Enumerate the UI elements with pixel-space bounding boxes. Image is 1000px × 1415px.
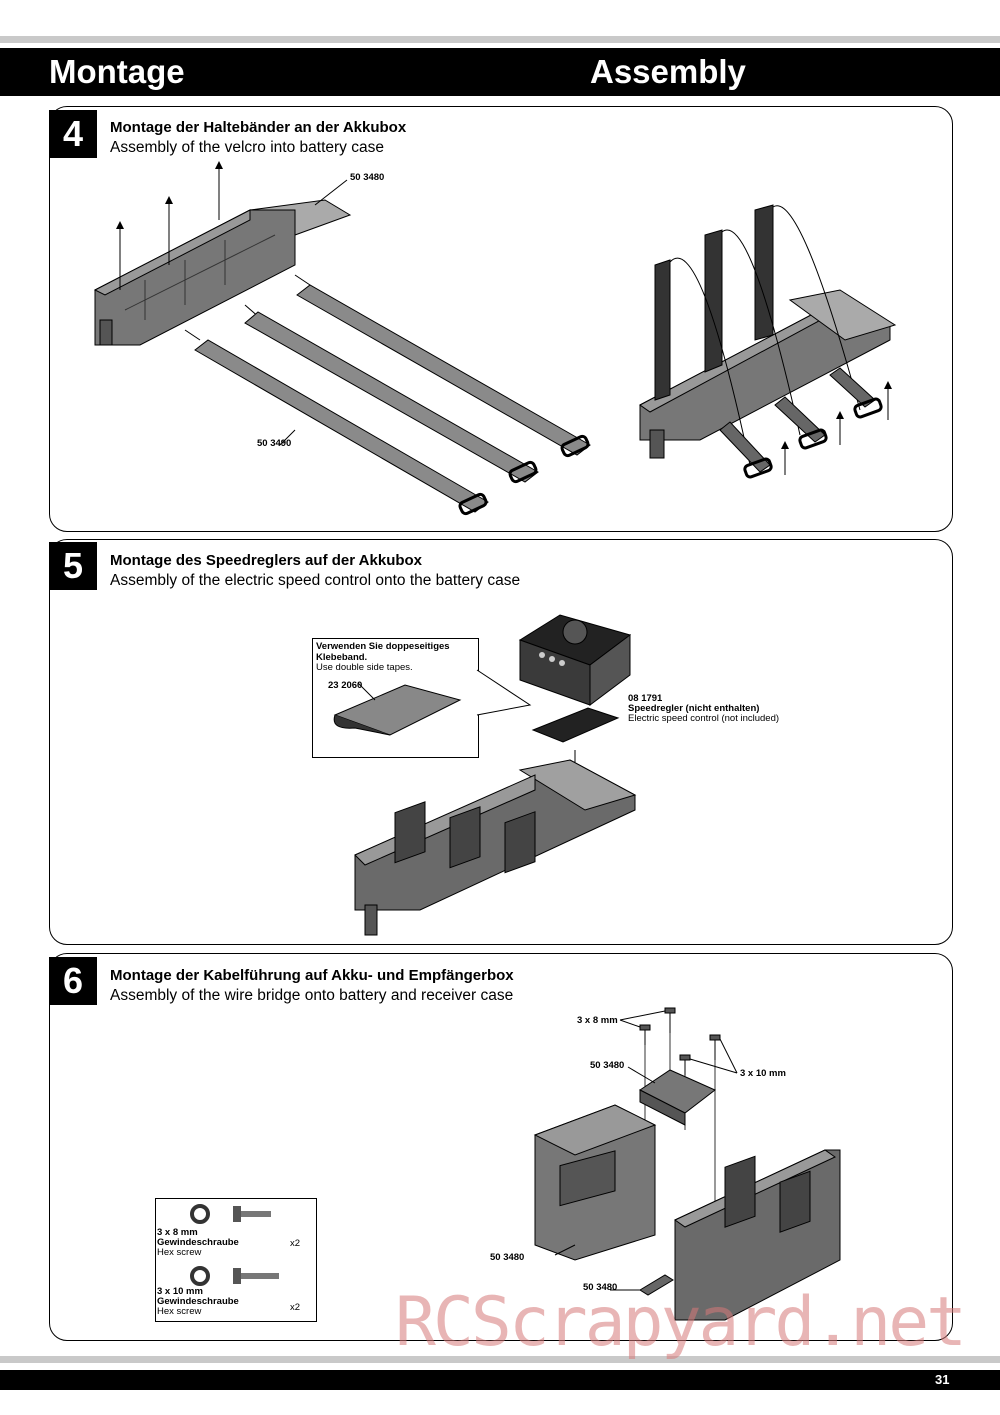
step-5-number: 5 xyxy=(49,542,97,590)
step-6-drawing xyxy=(533,1007,841,1321)
screw-label-3x10: 3 x 10 mm xyxy=(740,1068,786,1079)
esc-label-de: Speedregler (nicht enthalten) xyxy=(628,703,760,714)
header-bar xyxy=(0,48,1000,96)
hardware-legend-icons xyxy=(190,1204,279,1286)
step-6-title-en: Assembly of the wire bridge onto battery… xyxy=(110,987,514,1004)
tape-part-number: 23 2060 xyxy=(328,680,363,691)
screw-shaft-icon xyxy=(241,1273,279,1279)
footer-bar xyxy=(0,1370,1000,1390)
step-5-drawing xyxy=(333,614,637,936)
washer-icon xyxy=(190,1204,210,1224)
part-label-wire-bridge: 50 3480 xyxy=(590,1060,625,1071)
step-5-panel xyxy=(49,539,953,945)
legend-name-en-1: Hex screw xyxy=(157,1247,202,1258)
legend-name-de-2: Gewindeschraube xyxy=(157,1296,239,1307)
legend-size-1: 3 x 8 mm xyxy=(157,1227,198,1238)
tape-callout-text-de: Verwenden Sie doppeseitiges Klebeband. xyxy=(316,641,450,663)
step-4-number: 4 xyxy=(49,110,97,158)
esc-label-en: Electric speed control (not included) xyxy=(628,713,780,724)
legend-size-2: 3 x 10 mm xyxy=(157,1286,203,1297)
step-4-title-en: Assembly of the velcro into battery case xyxy=(110,139,384,156)
legend-name-de-1: Gewindeschraube xyxy=(157,1237,239,1248)
page-number: 31 xyxy=(935,1372,950,1387)
part-label-receiver-case: 50 3480 xyxy=(490,1252,525,1263)
screw-label-3x8: 3 x 8 mm xyxy=(577,1015,618,1026)
step-4-part-battery-case: 50 3480 xyxy=(350,172,385,183)
screw-head-icon xyxy=(233,1206,241,1222)
header-title-de: Montage xyxy=(49,53,185,90)
hardware-legend-box xyxy=(155,1198,317,1322)
screw-head-icon xyxy=(233,1268,241,1284)
legend-name-en-2: Hex screw xyxy=(157,1306,202,1317)
step-5-title-de: Montage des Speedreglers auf der Akkubox xyxy=(110,552,423,569)
watermark: RCScrapyard.net xyxy=(395,1283,967,1362)
washer-icon xyxy=(190,1266,210,1286)
step-4-assembled-drawing xyxy=(639,204,897,479)
step-4-exploded-drawing xyxy=(93,161,591,516)
tape-callout-text-en: Use double side tapes. xyxy=(316,662,413,673)
screw-shaft-icon xyxy=(241,1211,271,1217)
part-label-clip: 50 3480 xyxy=(583,1282,618,1293)
esc-part-number: 08 1791 xyxy=(628,693,663,704)
step-5-title-en: Assembly of the electric speed control o… xyxy=(110,572,521,589)
header-top-rule xyxy=(0,36,1000,43)
legend-qty-2: x2 xyxy=(290,1302,301,1313)
legend-qty-1: x2 xyxy=(290,1238,301,1249)
footer-rule xyxy=(0,1356,1000,1363)
step-4-part-velcro: 50 3490 xyxy=(257,438,292,449)
step-4-title-de: Montage der Haltebänder an der Akkubox xyxy=(110,119,407,136)
step-6-title-de: Montage der Kabelführung auf Akku- und E… xyxy=(110,967,514,984)
step-6-number: 6 xyxy=(49,957,97,1005)
header-title-en: Assembly xyxy=(590,53,746,90)
